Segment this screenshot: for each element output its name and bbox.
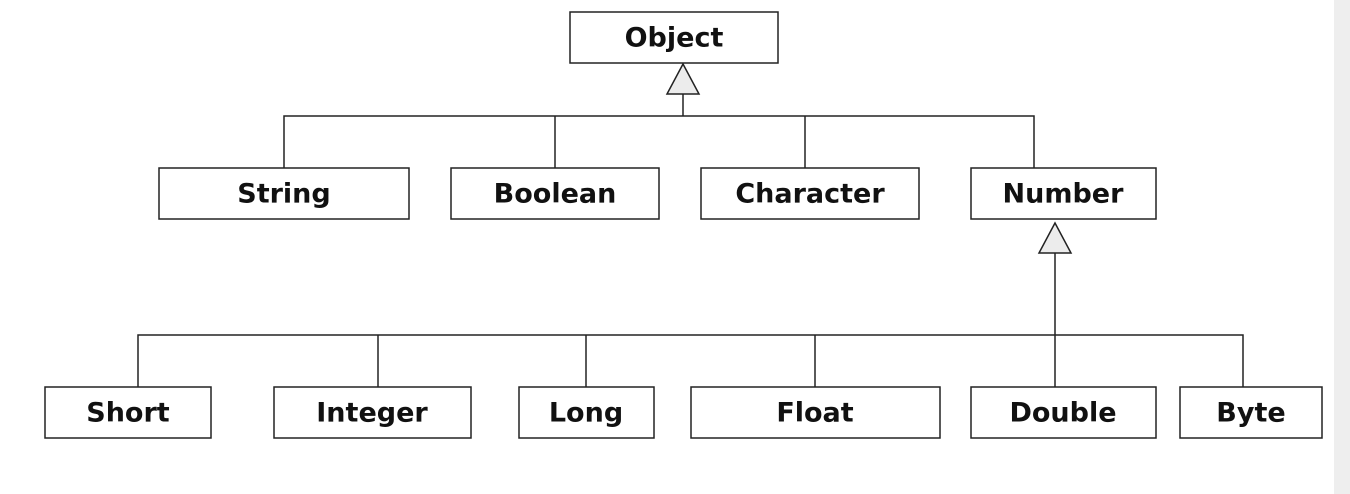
- class-label-string: String: [237, 179, 330, 210]
- number-connectors: [137, 221, 1244, 387]
- edge-number-object: [683, 115, 1035, 168]
- class-box-byte: Byte: [1179, 386, 1323, 439]
- edge-short-number: [137, 334, 1244, 387]
- inheritance-arrowhead-object: [665, 62, 701, 95]
- class-box-float: Float: [690, 386, 941, 439]
- class-box-integer: Integer: [273, 386, 472, 439]
- class-box-string: String: [158, 167, 410, 220]
- object-connectors: [283, 62, 1035, 168]
- class-label-byte: Byte: [1216, 398, 1285, 429]
- edge-string-object: [283, 115, 683, 168]
- class-box-double: Double: [970, 386, 1157, 439]
- class-label-integer: Integer: [316, 398, 428, 429]
- class-box-short: Short: [44, 386, 212, 439]
- class-box-long: Long: [518, 386, 655, 439]
- class-box-boolean: Boolean: [450, 167, 660, 220]
- class-box-number: Number: [970, 167, 1157, 220]
- class-label-float: Float: [776, 398, 853, 429]
- class-label-character: Character: [735, 179, 885, 210]
- class-box-character: Character: [700, 167, 920, 220]
- scrollbar-track: [1334, 0, 1350, 494]
- class-label-double: Double: [1009, 398, 1116, 429]
- class-box-object: Object: [569, 11, 779, 64]
- class-label-number: Number: [1003, 179, 1125, 210]
- class-label-object: Object: [625, 23, 724, 54]
- inheritance-arrowhead-number: [1037, 221, 1073, 254]
- class-label-long: Long: [549, 398, 623, 429]
- class-label-boolean: Boolean: [494, 179, 617, 210]
- class-label-short: Short: [86, 398, 170, 429]
